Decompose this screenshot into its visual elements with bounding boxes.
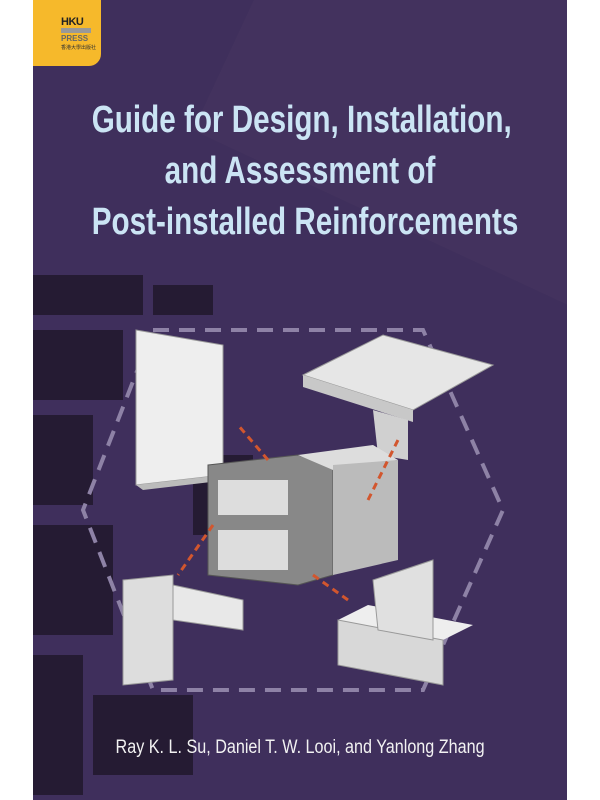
building-model — [207, 445, 398, 586]
dashed-hexagon — [80, 328, 506, 692]
title-line-1: Guide for Design, Installation, — [91, 99, 512, 141]
column-base — [337, 559, 473, 686]
arrows — [176, 424, 400, 602]
book-title: Guide for Design, Installation, and Asse… — [33, 95, 567, 248]
book-authors: Ray K. L. Su, Daniel T. W. Looi, and Yan… — [115, 737, 485, 758]
slab-panel — [301, 334, 495, 460]
title-line-2: and Assessment of — [164, 150, 436, 192]
title-line-3: Post-installed Reinforcements — [91, 201, 519, 243]
reinforcement-illustration — [80, 328, 506, 692]
wall-panel — [135, 329, 228, 490]
beam-column-joint — [122, 574, 244, 686]
